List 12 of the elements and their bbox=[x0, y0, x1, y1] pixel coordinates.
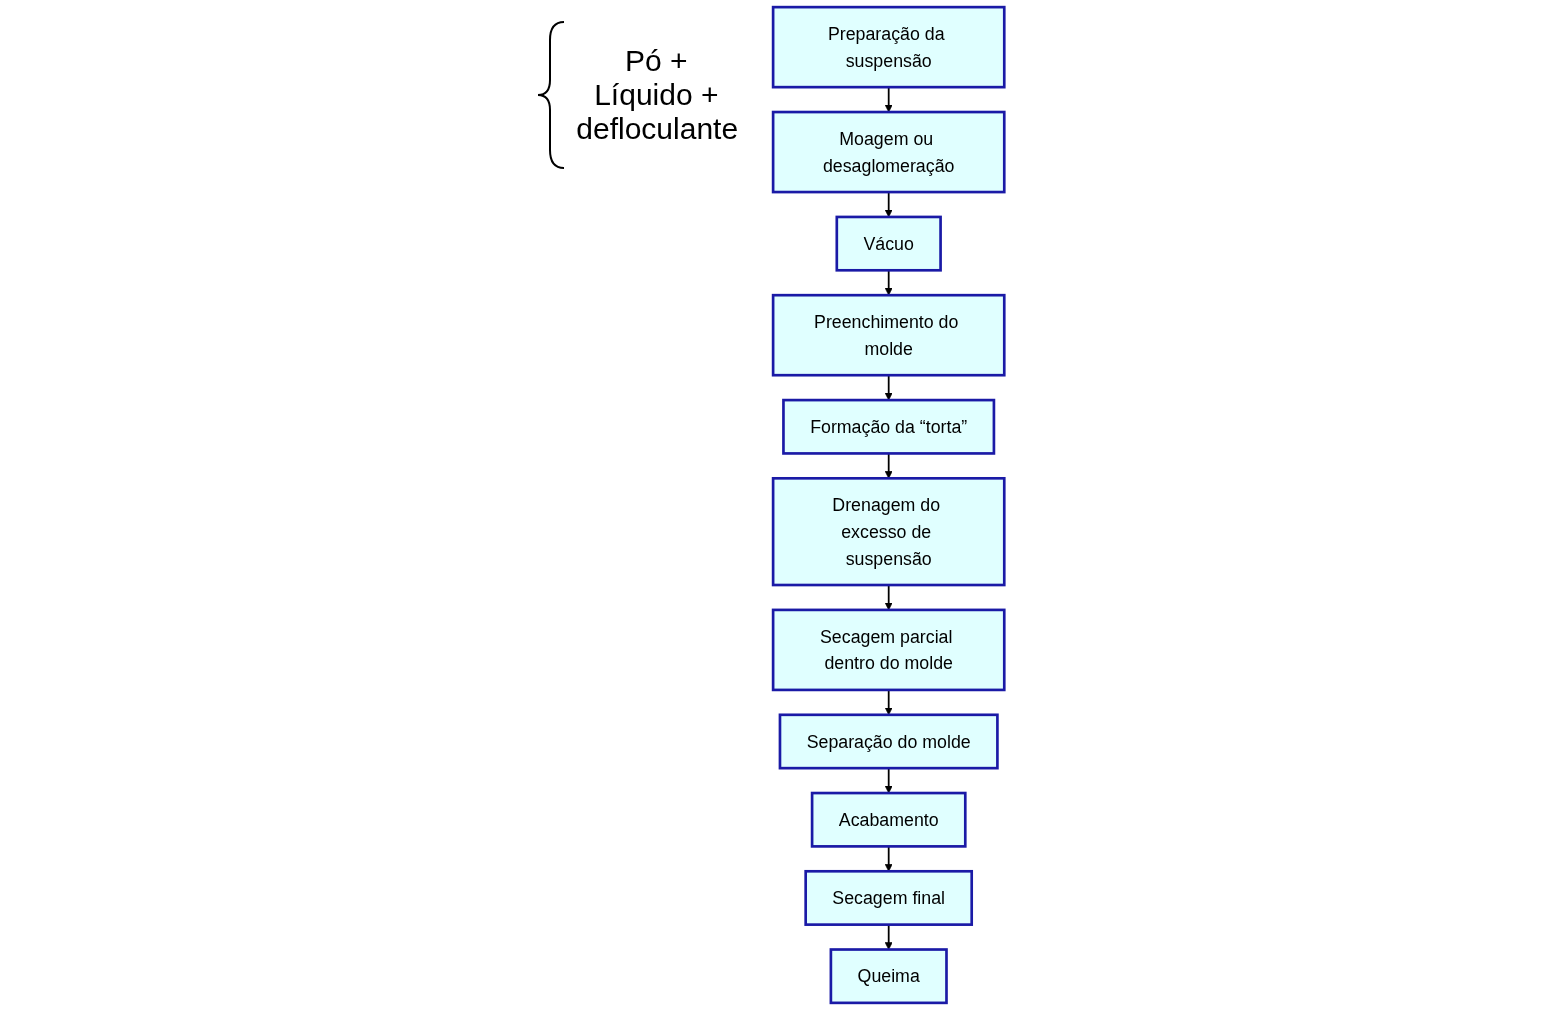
node-box: Moagem ou desaglomeração bbox=[772, 110, 1006, 194]
node-box: Secagem final bbox=[804, 869, 974, 926]
node-box: Preenchimento do molde bbox=[772, 293, 1006, 377]
node-box: Preparação da suspensão bbox=[772, 5, 1006, 89]
node-box: Vácuo bbox=[835, 215, 943, 272]
node-note: Pó + Líquido + defloculante bbox=[576, 44, 737, 146]
node-box: Queima bbox=[829, 948, 949, 1005]
node-box: Formação da “torta” bbox=[782, 398, 996, 455]
node-box: Secagem parcial dentro do molde bbox=[772, 608, 1006, 692]
node-box: Drenagem do excesso de suspensão bbox=[772, 477, 1006, 587]
node-box: Acabamento bbox=[811, 791, 967, 848]
node-box: Separação do molde bbox=[778, 713, 1000, 770]
